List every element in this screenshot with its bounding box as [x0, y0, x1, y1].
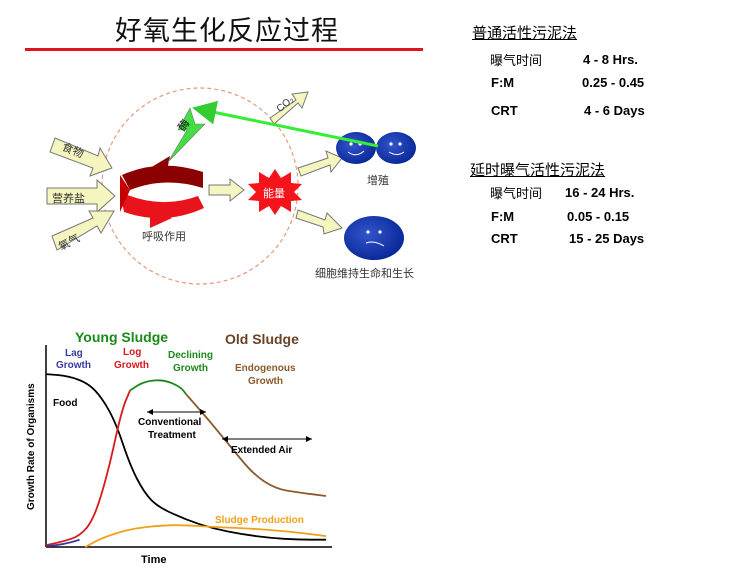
phase-label-declining-2: Growth: [173, 363, 208, 374]
series-line-1: [45, 390, 131, 547]
conventional-label-3: CRT: [491, 103, 518, 118]
series-line-4: [84, 524, 327, 548]
extended-value-1: 16 - 24 Hrs.: [565, 185, 635, 200]
x-axis-label: Time: [141, 554, 166, 566]
arrow-to-reproduction: [297, 150, 343, 177]
maintenance-label: 细胞维持生命和生长: [315, 267, 414, 280]
lag-phase-segment: [45, 538, 80, 547]
bacteria-cell-icon: [344, 216, 404, 260]
input-arrow-nutrients: [46, 178, 116, 214]
conventional-label-2: Treatment: [148, 430, 196, 441]
growth-chart: Young Sludge Old Sludge Lag Growth Log G…: [26, 329, 332, 566]
conventional-label-2: F:M: [491, 75, 515, 90]
co2-arrow: [269, 91, 309, 125]
sludge-series-label: Sludge Production: [215, 515, 304, 526]
enzyme-arrow-icon: [167, 107, 206, 163]
phase-label-log-2: Growth: [114, 360, 149, 371]
phase-label-endogenous-1: Endogenous: [235, 363, 296, 374]
phase-label-lag-1: Lag: [65, 348, 83, 359]
food-series-label: Food: [53, 398, 77, 409]
energy-burst-icon: [248, 169, 302, 215]
conventional-label-1: 曝气时间: [490, 54, 543, 69]
reproduction-label: 增殖: [367, 174, 389, 187]
series-line-0: [45, 373, 326, 541]
conventional-value-3: 4 - 6 Days: [584, 103, 645, 118]
phase-label-log-1: Log: [123, 347, 141, 358]
conventional-value-1: 4 - 8 Hrs.: [583, 52, 638, 67]
respiration-label: 呼吸作用: [142, 230, 186, 243]
arrow-to-maintenance: [295, 209, 343, 235]
extended-label-3: CRT: [491, 231, 518, 246]
energy-label: 能量: [263, 187, 285, 200]
phase-label-endogenous-2: Growth: [248, 376, 283, 387]
extended-label: Extended Air: [231, 445, 292, 456]
conventional-heading: 普通活性污泥法: [472, 24, 578, 42]
conventional-value-2: 0.25 - 0.45: [582, 75, 645, 90]
extended-label-2: F:M: [491, 209, 515, 224]
phase-label-lag-2: Growth: [56, 360, 91, 371]
conventional-label-1: Conventional: [138, 417, 202, 428]
bacteria-cell-icon: [336, 132, 376, 164]
phase-label-old: Old Sludge: [225, 331, 299, 347]
phase-label-young: Young Sludge: [75, 329, 168, 345]
input-label-nutrients: 营养盐: [52, 192, 85, 205]
extended-label-1: 曝气时间: [490, 187, 543, 202]
extended-value-2: 0.05 - 0.15: [567, 209, 630, 224]
title-underline: [25, 48, 423, 51]
enzyme-green-arrow: [192, 100, 379, 148]
aerobic-process-diagram: [46, 87, 416, 285]
page-title: 好氧生化反应过程: [115, 16, 339, 47]
extended-value-3: 15 - 25 Days: [569, 231, 645, 246]
series-line-3: [185, 393, 327, 497]
respiration-cycle-icon: [120, 156, 204, 228]
series-line-2: [129, 379, 187, 395]
bacteria-cell-icon: [376, 132, 416, 164]
arrow-to-energy: [208, 177, 245, 203]
input-arrow-food: [49, 137, 113, 177]
input-arrow-oxygen: [51, 210, 115, 251]
conventional-range-arrows: [147, 409, 206, 415]
extended-heading: 延时曝气活性污泥法: [470, 161, 606, 179]
y-axis-label: Growth Rate of Organisms: [26, 383, 37, 510]
phase-label-declining-1: Declining: [168, 350, 213, 361]
